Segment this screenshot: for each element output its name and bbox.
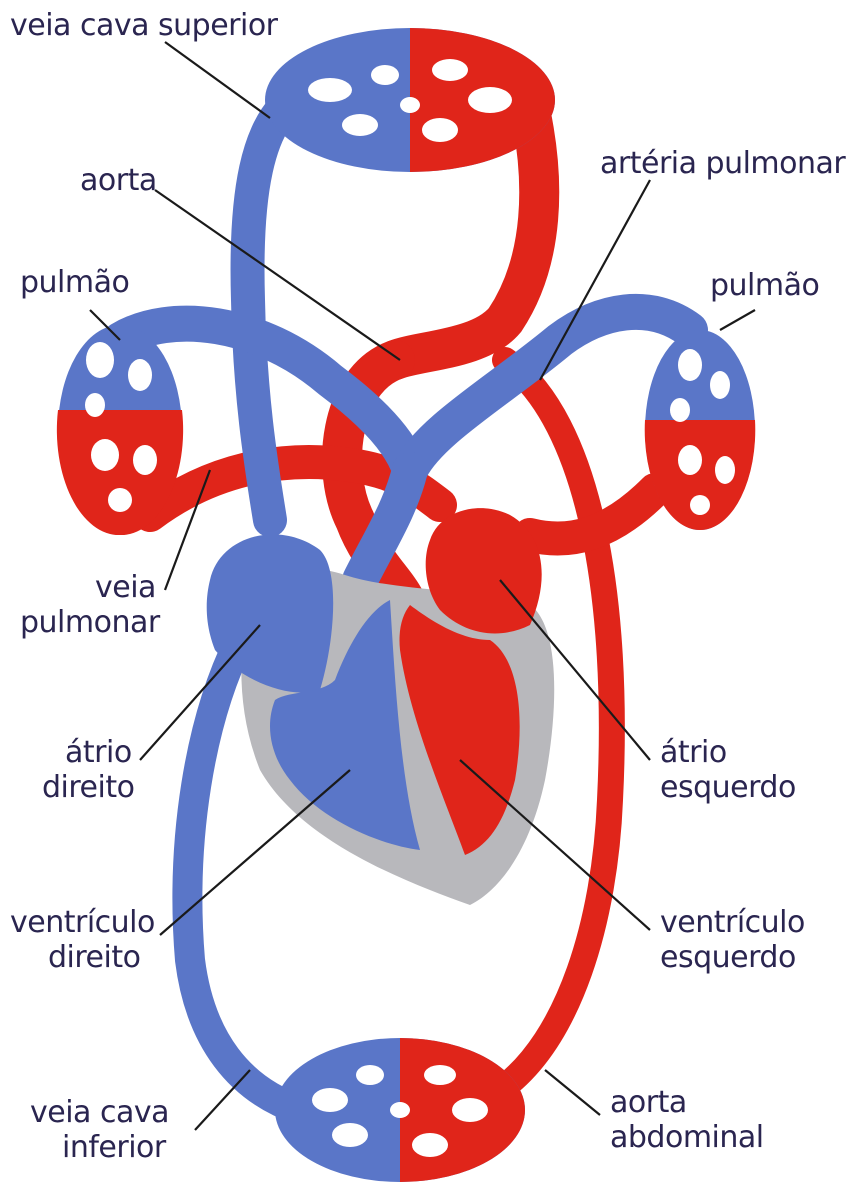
label-ventriculo-direito-line1: ventrículo — [10, 905, 155, 941]
label-veia-pulmonar-line2: pulmonar — [20, 605, 160, 641]
label-aorta-abdominal-line2: abdominal — [610, 1120, 764, 1156]
label-ventriculo-direito-line2: direito — [48, 940, 140, 976]
label-pulmao-left: pulmão — [20, 265, 129, 301]
label-ventriculo-esquerdo-line1: ventrículo — [660, 905, 805, 941]
label-veia-cava-superior: veia cava superior — [10, 8, 278, 44]
label-atrio-direito-line2: direito — [42, 770, 134, 806]
label-veia-pulmonar-line1: veia — [95, 570, 156, 606]
capillary-bed-lower — [275, 1038, 525, 1182]
label-arteria-pulmonar: artéria pulmonar — [600, 146, 845, 182]
label-aorta: aorta — [80, 163, 157, 199]
label-veia-cava-inferior-line2: inferior — [62, 1130, 166, 1166]
label-aorta-abdominal-line1: aorta — [610, 1085, 687, 1121]
label-atrio-esquerdo-line2: esquerdo — [660, 770, 796, 806]
label-atrio-esquerdo-line1: átrio — [660, 735, 727, 771]
label-atrio-direito-line1: átrio — [65, 735, 132, 771]
capillary-bed-upper — [265, 28, 555, 172]
label-veia-cava-inferior-line1: veia cava — [30, 1095, 169, 1131]
label-pulmao-right: pulmão — [710, 268, 819, 304]
label-ventriculo-esquerdo-line2: esquerdo — [660, 940, 796, 976]
lung-left — [57, 325, 183, 535]
lung-right — [645, 330, 756, 530]
